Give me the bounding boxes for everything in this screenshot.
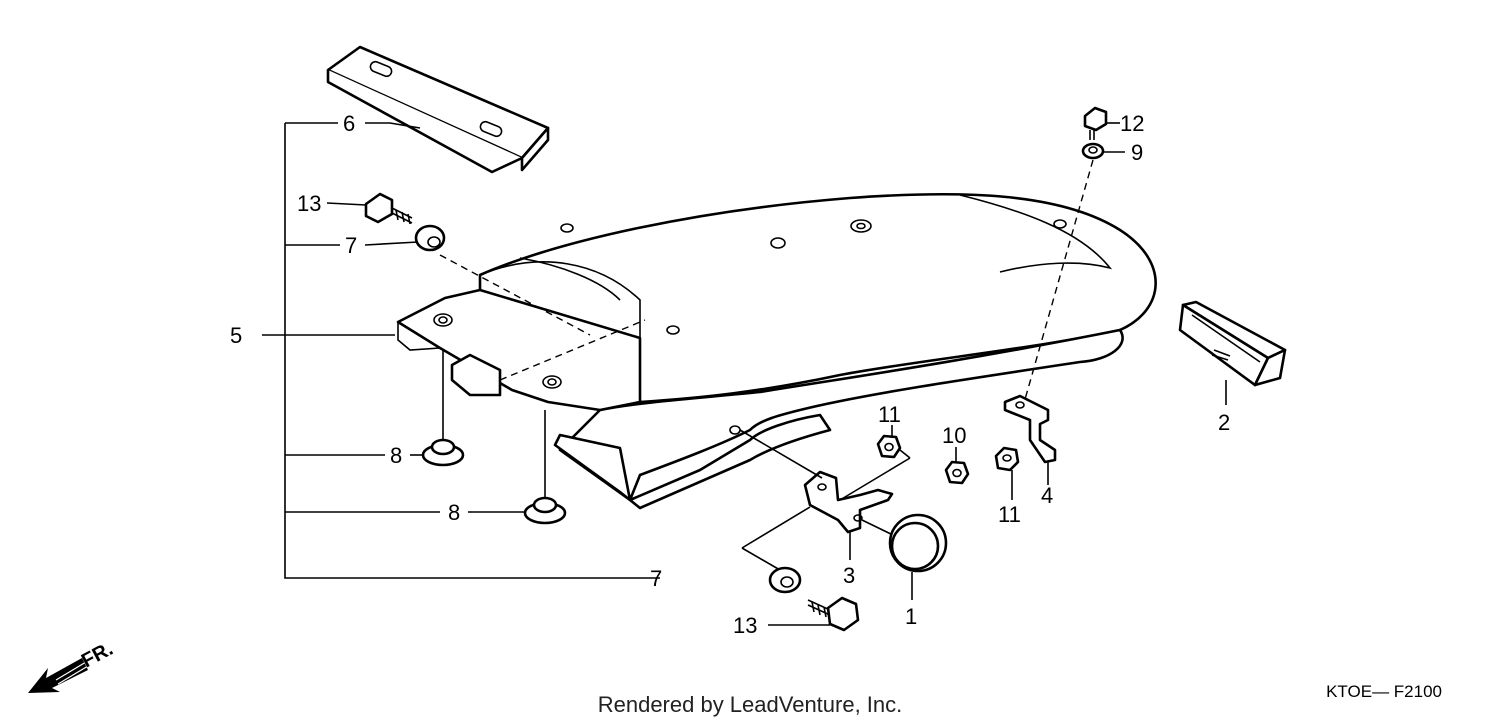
callout-7-top: 7: [345, 233, 357, 258]
callout-9: 9: [1131, 140, 1143, 165]
callout-8-top: 8: [390, 443, 402, 468]
callout-1: 1: [905, 604, 917, 629]
foam-pad-part: [326, 45, 550, 174]
callout-8-bottom: 8: [448, 500, 460, 525]
callout-4: 4: [1041, 483, 1053, 508]
callout-2: 2: [1218, 410, 1230, 435]
bolt-top-part: [326, 192, 413, 225]
bracket-4-part: [1003, 394, 1057, 485]
callout-6: 6: [343, 111, 355, 136]
reflector-part: [1178, 300, 1287, 405]
callout-11-right: 11: [998, 502, 1021, 527]
bolt-12-part: [1083, 106, 1120, 140]
callout-3: 3: [843, 563, 855, 588]
callout-5: 5: [230, 323, 242, 348]
grommet-top-part: [364, 224, 446, 252]
nut-11-left-part: [839, 425, 911, 501]
bracket-3-part: [739, 429, 894, 571]
figure-code: KTOE— F2100: [1326, 682, 1442, 701]
nut-11-right-part: [994, 446, 1020, 500]
washer-9-part: [1021, 142, 1125, 411]
group-bracket: [262, 122, 660, 579]
nut-10-part: [944, 447, 970, 485]
washer-bottom-part: [768, 566, 802, 594]
footer-credit: Rendered by LeadVenture, Inc.: [597, 692, 903, 717]
callout-10: 10: [942, 423, 966, 448]
grommet-lower-part: [410, 350, 567, 525]
callout-11-left: 11: [878, 402, 901, 427]
front-arrow-icon: [28, 658, 89, 693]
callout-labels: 1 2 3 4 5 6 7 7 8 8 9 10 11 11 12 13 13: [230, 111, 1230, 638]
bolt-bottom-part: [768, 596, 860, 632]
round-reflector-part: [861, 513, 948, 600]
callout-12: 12: [1120, 111, 1144, 136]
callout-13-top: 13: [297, 191, 321, 216]
callout-13-bottom: 13: [733, 613, 757, 638]
callout-7-bottom: 7: [650, 566, 662, 591]
rear-fender-part: [396, 192, 1157, 510]
